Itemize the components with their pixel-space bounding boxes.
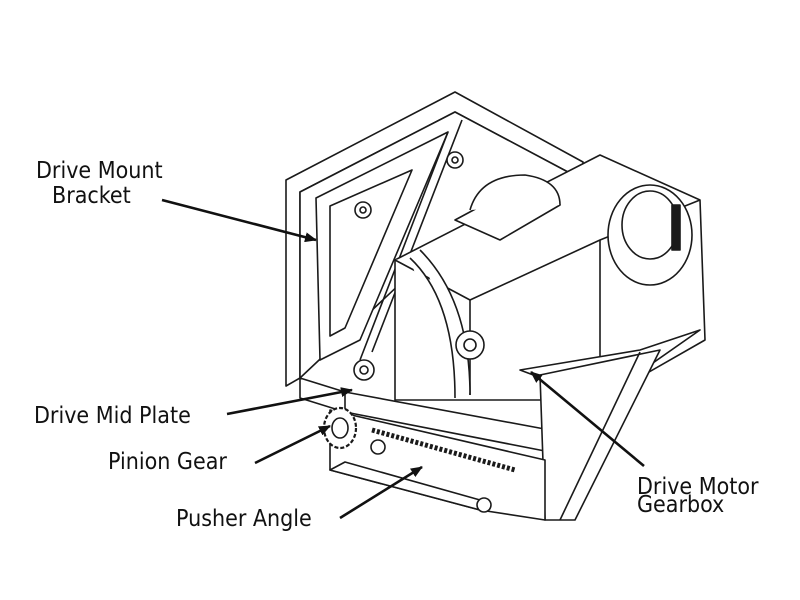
pinion-gear-part (322, 406, 358, 450)
drive-mount-bracket-arrow (161, 198, 317, 243)
pusher-angle-part (329, 409, 546, 521)
label-drive-mid-plate: Drive Mid Plate (34, 403, 191, 429)
drive-mid-plate-arrow (226, 387, 353, 416)
pinion-gear-arrow (254, 424, 331, 465)
label-drive-motor-gearbox-line2: Gearbox (637, 492, 725, 518)
label-drive-mount-bracket-line1: Drive Mount (36, 158, 163, 184)
pusher-angle-arrow (339, 465, 423, 520)
drive-motor-gearbox-arrow (530, 371, 645, 467)
label-drive-mount-bracket-line2: Bracket (52, 183, 131, 209)
label-pinion-gear: Pinion Gear (108, 449, 227, 475)
drive-motor-gearbox-part (394, 154, 706, 521)
label-drive-motor-gearbox-line1: Drive Motor (637, 474, 759, 500)
label-pusher-angle: Pusher Angle (176, 506, 312, 532)
